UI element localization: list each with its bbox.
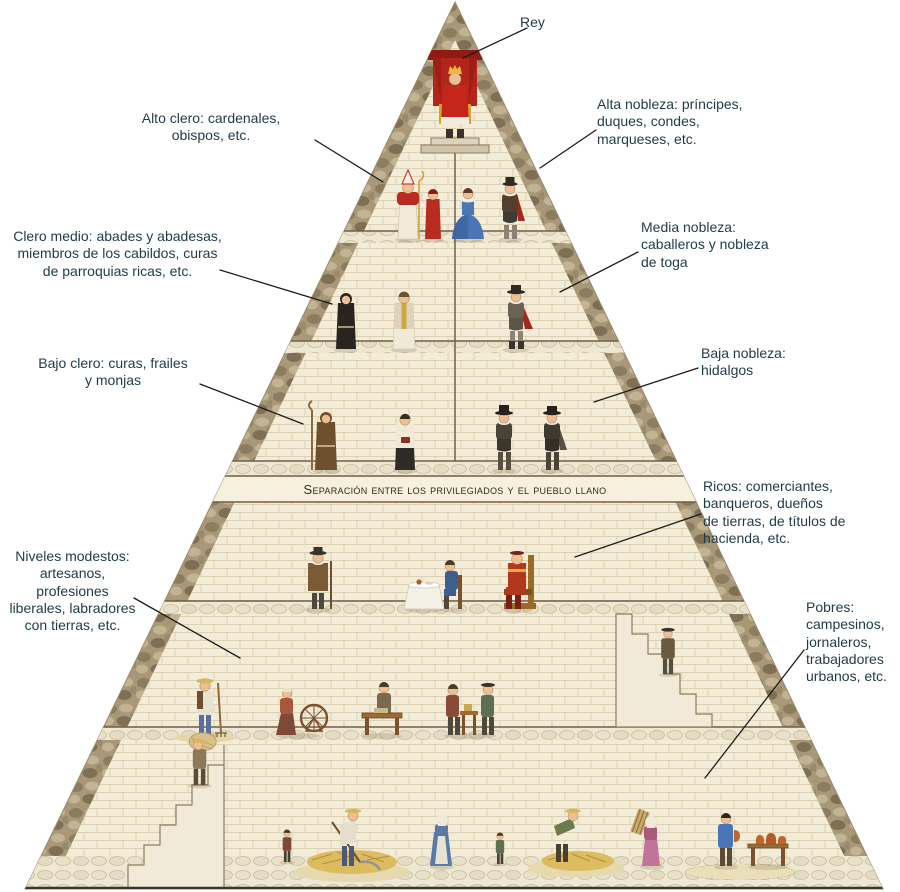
callout-pobres bbox=[704, 649, 805, 779]
label-niveles-modestos: Niveles modestos: artesanos, profesiones… bbox=[9, 548, 136, 634]
carpenter-figure bbox=[361, 682, 403, 739]
stairs-left bbox=[127, 745, 225, 889]
noble-man-figure bbox=[498, 177, 525, 243]
wheat-pile-2 bbox=[542, 851, 614, 871]
label-baja-nobleza: Baja nobleza: hidalgos bbox=[701, 345, 786, 379]
rich-gentleman-figure bbox=[305, 547, 332, 613]
label-bajo-clero: Bajo clero: curas, frailes y monjas bbox=[38, 355, 188, 389]
callout-ricos bbox=[574, 513, 702, 558]
caballero-figure bbox=[503, 285, 533, 353]
merchant-figure bbox=[440, 560, 464, 613]
potter-figure bbox=[714, 813, 740, 870]
callout-media-nobleza bbox=[559, 251, 639, 293]
callout-alto-clero bbox=[314, 139, 384, 183]
callout-clero-medio bbox=[219, 269, 333, 305]
label-alto-clero: Alto clero: cardenales, obispos, etc. bbox=[141, 110, 281, 144]
firewood-woman-figure bbox=[630, 808, 664, 870]
callout-baja-nobleza bbox=[593, 367, 699, 403]
bundle-carrier-figure bbox=[188, 732, 217, 789]
priest-figure bbox=[391, 291, 417, 353]
pottery-table bbox=[747, 833, 789, 870]
reaper-figure bbox=[331, 808, 382, 871]
label-pobres: Pobres: campesinos, jornaleros, trabajad… bbox=[806, 599, 887, 685]
hidalgo-2-figure bbox=[540, 406, 567, 474]
label-alta-nobleza: Alta nobleza: príncipes, duques, condes,… bbox=[597, 96, 743, 147]
throne-platform bbox=[420, 137, 490, 154]
label-clero-medio: Clero medio: abades y abadesas, miembros… bbox=[13, 228, 222, 279]
bishop-figure bbox=[395, 168, 425, 243]
child-figure bbox=[279, 829, 295, 865]
monk-figure bbox=[334, 293, 358, 353]
label-ricos: Ricos: comerciantes, banqueros, dueños d… bbox=[703, 478, 846, 547]
noble-lady-figure bbox=[452, 188, 484, 243]
callout-bajo-clero bbox=[199, 383, 304, 425]
callout-alta-nobleza bbox=[539, 129, 597, 169]
label-separacion: Separación entre los privilegiados y el … bbox=[303, 482, 607, 497]
cleric-figure bbox=[393, 413, 417, 474]
friar-figure bbox=[308, 400, 339, 474]
king-figure bbox=[428, 50, 482, 138]
label-rey: Rey bbox=[520, 14, 545, 30]
rich-man-seated-figure bbox=[503, 551, 536, 613]
cardinal-figure bbox=[423, 189, 443, 243]
callout-rey bbox=[462, 27, 528, 59]
banker-table bbox=[403, 579, 445, 613]
spinner-figure bbox=[276, 687, 329, 739]
harvest-bundler-figure bbox=[554, 808, 581, 862]
gleaner-figure bbox=[430, 814, 454, 870]
callout-niveles-modestos bbox=[133, 597, 241, 659]
stairs-walker-figure bbox=[658, 627, 678, 677]
label-media-nobleza: Media nobleza: caballeros y nobleza de t… bbox=[641, 219, 769, 270]
child-2-figure bbox=[492, 832, 508, 867]
callout-lines bbox=[133, 27, 805, 779]
hidalgo-figure bbox=[492, 405, 516, 474]
artisans-figures bbox=[444, 683, 496, 739]
